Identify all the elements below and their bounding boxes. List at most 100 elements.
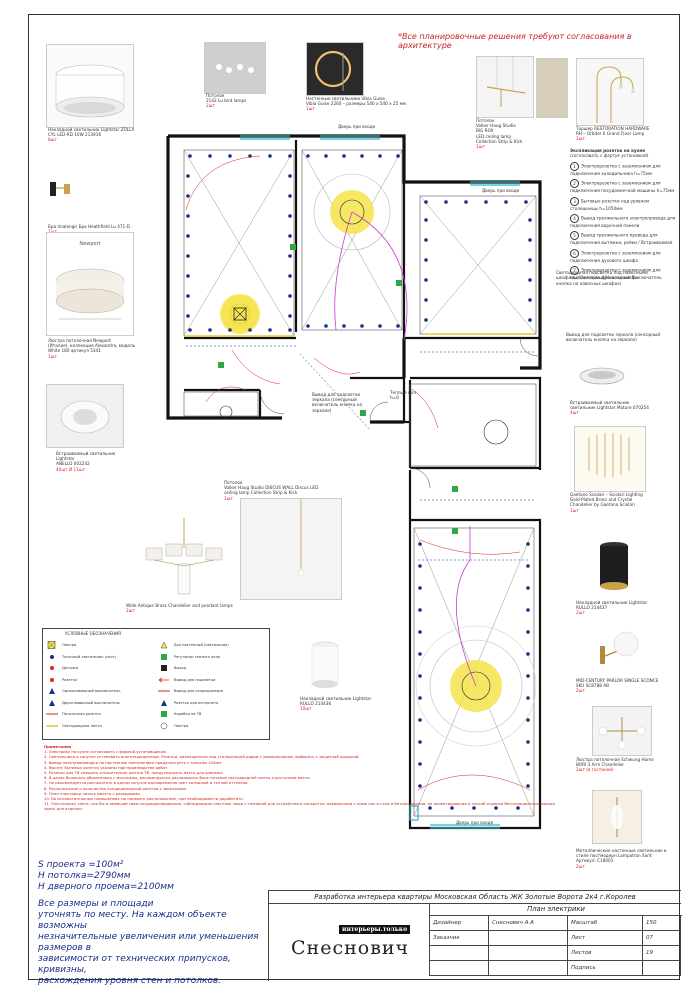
legend-item: Выход <box>157 664 267 676</box>
spot-light-marker <box>306 154 310 158</box>
mirror-light-note-2: Вывод для подсветки зеркала (сенсорный в… <box>566 332 661 343</box>
spot-light-marker <box>526 718 530 722</box>
legend-item-label: Точечный светильник (спот) <box>62 654 117 659</box>
spot-light-marker <box>526 652 530 656</box>
spot-light-marker <box>324 324 328 328</box>
spot-light-marker <box>378 324 382 328</box>
spot-light-marker <box>424 238 428 242</box>
spot-light-marker <box>228 328 232 332</box>
spot-light-marker <box>378 154 382 158</box>
product-image-mature-spot <box>572 356 632 396</box>
sheet-number: 07 <box>642 930 681 946</box>
spot-light-marker <box>472 806 476 810</box>
spot-light-marker <box>526 784 530 788</box>
spot-light-marker <box>418 718 422 722</box>
legend-symbol-icon <box>46 724 58 727</box>
note-item: 11. Расстановку света, как бы и имевший … <box>44 801 555 812</box>
socket-description: Электророзетка с заземлением для подключ… <box>570 180 675 194</box>
spot-light-marker <box>526 630 530 634</box>
spot-light-marker <box>208 154 212 158</box>
kitchen-legend-subtitle: (согласовать с фартук-установкой) <box>570 153 649 159</box>
spot-light-marker <box>306 324 310 328</box>
window-label-1: Дверь при входе <box>338 124 376 129</box>
legend-title: УСЛОВНЫЕ ОБОЗНАЧЕНИЯ <box>65 631 121 636</box>
spot-light-marker <box>418 652 422 656</box>
product-caption-heathfield-sconce: Бра Imalengir Бра Heathfield Lu 471-D1шт <box>48 224 130 234</box>
spot-light-marker <box>528 258 532 262</box>
product-caption-lampatron-sconce: Металлические настенные светильник в сти… <box>576 848 667 869</box>
legend-item-label: Светодиодная лента <box>62 723 102 728</box>
spot-light-marker <box>288 254 292 258</box>
legend-symbol-icon <box>161 711 167 717</box>
legend-item-label: Бра настенный (светильник) <box>174 643 229 647</box>
product-image-big-rox <box>476 56 534 118</box>
spot-light-marker <box>248 328 252 332</box>
legend-symbol-icon <box>46 713 58 715</box>
product-caption-zolla: Накладной светильник Lightstar ZOLLA CYL… <box>48 127 135 143</box>
product-caption-sciolari: Gaetano Sciolari – Sciolari Lighting Gol… <box>570 492 643 513</box>
spot-light-marker <box>396 154 400 158</box>
product-caption-discus: Потолок Volker Haug Studio DISCUS WALL D… <box>224 480 319 501</box>
spot-light-marker <box>360 154 364 158</box>
product-caption-newport-chandelier: Люстра потолочная Newport (Италия), колл… <box>48 338 136 359</box>
kitchen-sockets-legend: Экспликация розеток на кухне (согласоват… <box>570 148 676 284</box>
product-image-orbiter-lamp <box>576 58 644 126</box>
spot-light-marker <box>268 328 272 332</box>
socket-description: Бытовые розетки над уровнем столешницы h… <box>570 198 650 211</box>
note-item: 1. Электрику на кухне согласовать с фирм… <box>44 749 166 755</box>
spot-light-marker <box>528 218 532 222</box>
spot-light-marker <box>418 784 422 788</box>
spot-light-marker <box>424 318 428 322</box>
mirror-light-note-1: Вывод для подсветки зеркала (сенсорный в… <box>312 392 363 413</box>
spot-light-marker <box>288 328 292 332</box>
spot-light-marker <box>186 194 190 198</box>
project-notes: Примечания 1. Электрику на кухне согласо… <box>44 744 564 812</box>
spot-light-marker <box>528 318 532 322</box>
legend-symbol-icon <box>158 690 170 692</box>
legend-item: Люстра <box>157 722 267 734</box>
scale-value: 150 <box>642 915 681 931</box>
note-item: 4. Высоту бытовых розеток указаны при пр… <box>44 764 169 770</box>
heated-floor-label: Теплый пол h=0 <box>390 390 416 401</box>
spot-light-marker <box>418 762 422 766</box>
spot-light-marker <box>288 154 292 158</box>
title-block: Разработка интерьера квартиры Московская… <box>268 890 682 981</box>
spot-light-marker <box>418 586 422 590</box>
legend-item: Вывод для подсветки <box>157 676 267 688</box>
legend-item-label: Люстра <box>62 643 77 647</box>
spot-light-marker <box>342 324 346 328</box>
spot-light-marker <box>342 154 346 158</box>
product-image-bori-chandelier <box>592 706 652 756</box>
kitchen-legend-title: Экспликация розеток на кухне <box>570 148 646 153</box>
spot-light-marker <box>424 298 428 302</box>
drawing-sheet <box>28 14 680 980</box>
spot-light-marker <box>324 154 328 158</box>
spot-light-marker <box>288 314 292 318</box>
spot-light-marker <box>418 740 422 744</box>
product-caption-bori-chandelier: Люстра потолочная Schwung Home BORI 3 Ar… <box>576 757 654 773</box>
spot-light-marker <box>288 214 292 218</box>
note-item: 2. Светильники в санузле установить влаг… <box>44 754 360 760</box>
spot-light-marker <box>186 294 190 298</box>
note-item: 6. В цепях Включать обязательно с монтаж… <box>44 775 311 781</box>
logo-wordmark: Снеснович <box>291 937 410 959</box>
product-caption-big-rox: Потолок Volker Haug Studio BIG ROX LED c… <box>476 118 523 150</box>
spot-light-marker <box>524 200 528 204</box>
designer-name: Снеснович А.А <box>488 915 568 931</box>
spot-light-marker <box>188 328 192 332</box>
note-item: 7. Не рекомендуется располагать в одном … <box>44 780 249 786</box>
product-caption-parlor-sconce: MID-CENTURY PARLOR SINGLE SCONCE SKU SC8… <box>576 678 659 694</box>
socket-description: Вывод трехжильного электропровода для по… <box>570 215 676 229</box>
svg-text:Newport: Newport <box>79 241 100 247</box>
spot-light-marker <box>186 174 190 178</box>
legend-item-label: Регулятор теплого пола <box>174 654 220 659</box>
sheet-label: Лист <box>567 930 643 946</box>
spot-light-marker <box>526 608 530 612</box>
product-image-rullo-white <box>300 636 350 694</box>
legend-item-label: Коробка на ТВ <box>174 712 202 716</box>
